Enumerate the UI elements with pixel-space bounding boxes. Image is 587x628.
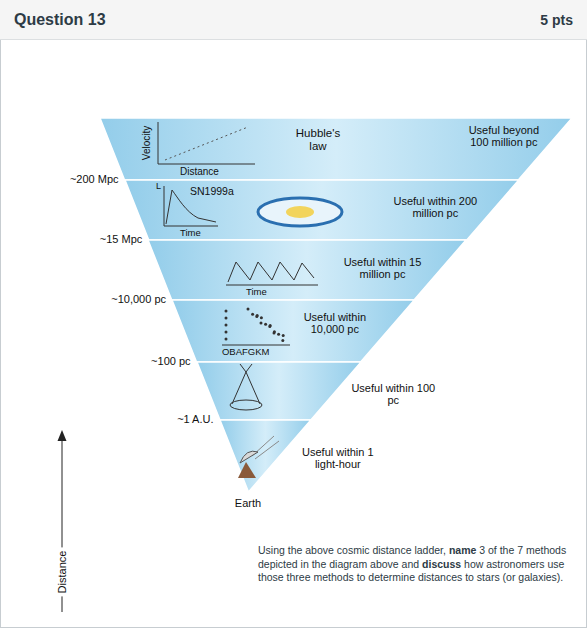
method-label: SN1999a <box>190 186 234 198</box>
radar-dish <box>240 451 258 463</box>
star-dot <box>277 333 280 336</box>
band-shape <box>172 300 414 362</box>
star-dot <box>281 339 284 342</box>
axis-label: Distance <box>180 166 219 177</box>
question-keyword: name <box>449 544 476 556</box>
hubble-axes <box>158 122 255 164</box>
method-label: Hubble's law <box>288 127 348 152</box>
radar-band: Useful within 1 light-hour <box>220 420 311 492</box>
axis-label: Time <box>246 287 267 297</box>
range-note: Useful within 1 light-hour <box>294 446 382 470</box>
distance-mark: ~1 A.U. <box>177 413 213 425</box>
band-fill <box>148 240 466 300</box>
star-dot <box>260 316 263 319</box>
hr-axis <box>222 345 290 346</box>
band-fill <box>100 118 572 180</box>
distance-arrowhead <box>58 430 67 441</box>
question-text: Using the above cosmic distance ladder, … <box>258 544 578 585</box>
distance-mark: ~10,000 pc <box>111 293 166 305</box>
axis-label: OBAFGKM <box>222 347 270 357</box>
cepheid-axis <box>226 285 318 286</box>
star-dot <box>273 332 276 335</box>
distance-mark: ~200 Mpc <box>70 173 119 185</box>
cepheid-band: Time Useful within 15 million pc <box>148 240 466 300</box>
parallax-lines <box>232 372 260 404</box>
question-header: Question 13 5 pts <box>0 0 587 40</box>
galaxy-disk <box>258 198 342 226</box>
star-dot <box>225 338 228 341</box>
points-label: 5 pts <box>540 13 573 28</box>
earth-orbit <box>230 400 262 410</box>
main-sequence-band: OBAFGKM Useful within 10,000 pc <box>172 300 414 362</box>
star-dot <box>225 310 228 313</box>
range-note: Useful within 15 million pc <box>338 256 426 280</box>
star-dot <box>225 331 228 334</box>
galaxy-core <box>286 206 314 218</box>
star-dot <box>260 322 263 325</box>
star-dot <box>282 334 285 337</box>
band-fill <box>125 180 519 240</box>
axis-label: L <box>156 182 161 192</box>
radar-mount <box>238 462 256 478</box>
band-shape <box>197 362 361 420</box>
band-shape <box>148 240 466 300</box>
band-fill <box>197 362 361 420</box>
parallax-band: Useful within 100 pc <box>197 362 361 420</box>
range-note: Useful beyond 100 million pc <box>467 124 541 148</box>
band-fill <box>220 420 311 492</box>
earth-label: Earth <box>235 497 261 509</box>
distance-mark: ~15 Mpc <box>100 233 143 245</box>
hubble-trend <box>165 127 248 160</box>
hubble-law-band: VelocityDistance Hubble's law Useful beyon… <box>100 118 572 180</box>
star-dot <box>255 315 258 318</box>
band-shape <box>220 420 311 492</box>
distance-mark: ~100 pc <box>151 355 190 367</box>
axis-label: Time <box>180 228 201 238</box>
star-dot <box>264 323 267 326</box>
star-dot <box>225 317 228 320</box>
axis-label: Velocity <box>141 126 152 160</box>
star-dot <box>247 308 250 311</box>
question-keyword: discuss <box>422 558 461 570</box>
range-note: Useful within 100 pc <box>349 382 437 406</box>
star-dot <box>225 324 228 327</box>
range-note: Useful within 10,000 pc <box>291 311 379 335</box>
star-dot <box>268 325 271 328</box>
cepheid-light-curve <box>228 262 314 282</box>
question-sentence: Using the above cosmic distance ladder, <box>258 544 446 556</box>
distance-axis-label: Distance <box>56 548 68 597</box>
band-fill <box>172 300 414 362</box>
star-dot <box>251 313 254 316</box>
question-title: Question 13 <box>14 11 106 29</box>
parallax-star-mark <box>240 364 252 372</box>
range-note: Useful within 200 million pc <box>391 195 479 219</box>
radar-beams <box>252 436 279 459</box>
supernova-band: L SN1999aTime Useful within 200 million pc <box>125 180 519 240</box>
